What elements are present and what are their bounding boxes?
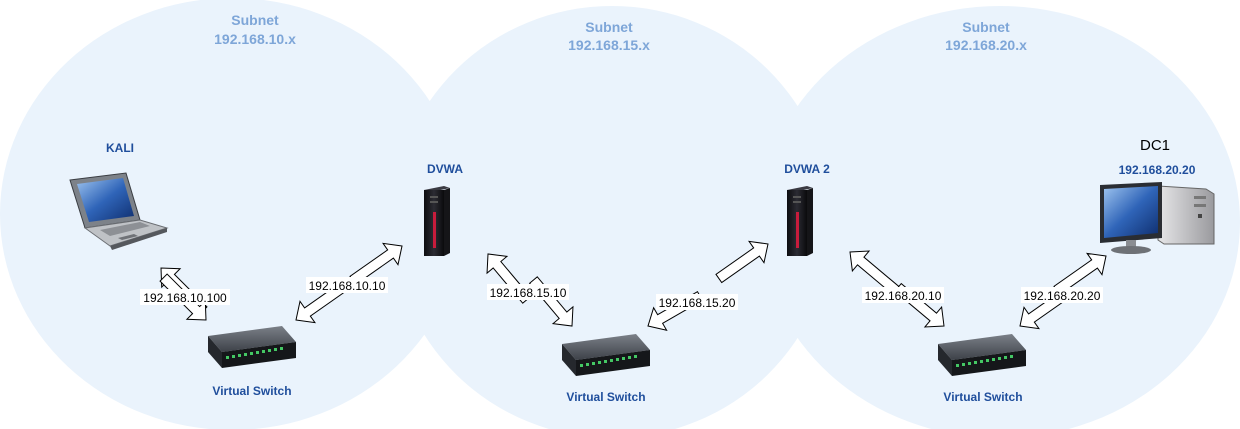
link-kali-switch1: 192.168.10.100 xyxy=(140,258,230,330)
switch-3-label: Virtual Switch xyxy=(943,390,1022,404)
kali-label: KALI xyxy=(106,141,134,155)
dvwa-label: DVWA xyxy=(427,162,463,176)
dc1-ip: 192.168.20.20 xyxy=(1119,163,1196,177)
subnet-2-range: 192.168.15.x xyxy=(568,37,650,53)
subnet-1-title: Subnet xyxy=(231,12,279,28)
link-1-ip: 192.168.10.100 xyxy=(143,291,227,305)
dc1-label: DC1 xyxy=(1140,137,1170,154)
network-switch-icon-1 xyxy=(208,326,296,368)
desktop-computer-icon xyxy=(1100,182,1215,254)
network-switch-icon-2 xyxy=(562,334,650,376)
link-4-ip: 192.168.15.20 xyxy=(659,296,736,310)
subnet-area-3 xyxy=(760,6,1240,429)
laptop-icon xyxy=(69,172,169,250)
subnet-3-title: Subnet xyxy=(962,19,1010,35)
link-switch3-dc1: 192.168.20.20 xyxy=(1012,244,1114,338)
server-icon-2 xyxy=(787,186,813,256)
subnet-3-range: 192.168.20.x xyxy=(945,37,1027,53)
link-switch2-dvwa2: 192.168.15.20 xyxy=(641,232,776,338)
network-switch-icon-3 xyxy=(938,334,1026,376)
link-2-ip: 192.168.10.10 xyxy=(309,279,386,293)
link-6-ip: 192.168.20.20 xyxy=(1024,289,1101,303)
dvwa2-label: DVWA 2 xyxy=(784,162,830,176)
link-3-ip: 192.168.15.10 xyxy=(490,286,567,300)
subnet-1-range: 192.168.10.x xyxy=(214,31,296,47)
link-dvwa2-switch3: 192.168.20.10 xyxy=(841,241,953,337)
link-dvwa-switch2: 192.168.15.10 xyxy=(477,245,583,335)
subnet-2-title: Subnet xyxy=(585,19,633,35)
subnet-area-2 xyxy=(392,6,832,429)
server-icon xyxy=(424,186,450,256)
link-5-ip: 192.168.20.10 xyxy=(865,289,942,303)
switch-2-label: Virtual Switch xyxy=(566,390,645,404)
link-switch1-dvwa: 192.168.10.10 xyxy=(288,234,410,332)
switch-1-label: Virtual Switch xyxy=(212,384,291,398)
subnet-area-1 xyxy=(0,0,464,429)
